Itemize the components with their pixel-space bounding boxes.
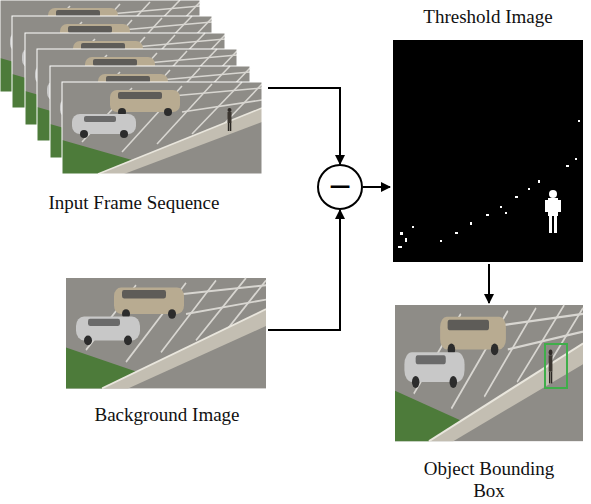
- background-photo: [66, 278, 266, 388]
- image-caption: Threshold Image: [421, 6, 554, 28]
- operator-symbol: −: [327, 171, 352, 201]
- background-node: Background Image: [66, 276, 268, 426]
- frame-stack: [0, 0, 262, 174]
- flow-arrow: [488, 264, 490, 303]
- detection-photo: [395, 305, 583, 441]
- result-node: Object Bounding Box: [393, 303, 585, 502]
- flow-arrow: [268, 210, 340, 330]
- image-caption: Background Image: [92, 404, 241, 426]
- subtract-operator: −: [317, 164, 363, 210]
- threshold-node: Threshold Image: [390, 6, 586, 264]
- image-caption: Input Frame Sequence: [47, 192, 222, 214]
- image-stack-node: Input Frame Sequence: [0, 0, 268, 214]
- image-caption: Object Bounding Box: [412, 458, 566, 502]
- flow-arrow: [363, 186, 390, 188]
- flow-arrow: [268, 88, 340, 164]
- threshold-mask: [393, 40, 583, 262]
